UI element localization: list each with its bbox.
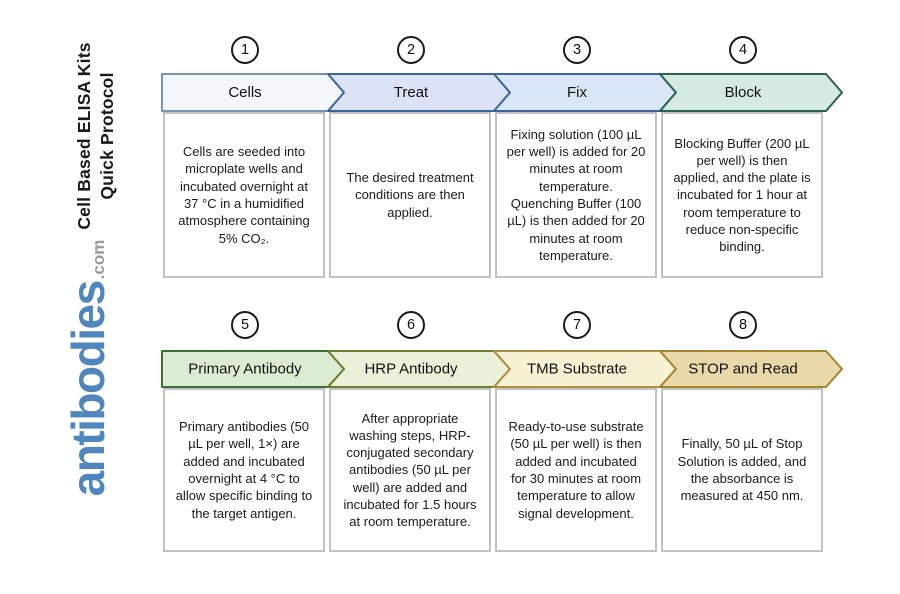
step-number: 3 xyxy=(572,42,582,58)
step-number-badge: 6 xyxy=(397,311,425,339)
step-number-badge: 5 xyxy=(231,311,259,339)
step-description-box: Blocking Buffer (200 µL per well) is the… xyxy=(661,112,823,278)
step-description: Cells are seeded into microplate wells a… xyxy=(178,144,310,246)
step-number: 7 xyxy=(572,317,582,333)
step-number: 5 xyxy=(240,317,250,333)
step-arrow-label: Fix xyxy=(567,84,587,101)
step-arrow-label: STOP and Read xyxy=(688,361,798,378)
page-title-line1: Cell Based ELISA Kits xyxy=(73,42,94,230)
step-description-box: Fixing solution (100 µL per well) is add… xyxy=(495,112,657,278)
step-description: Fixing solution (100 µL per well) is add… xyxy=(506,126,646,263)
step-number: 8 xyxy=(738,317,748,333)
chevron-arrow-shape xyxy=(659,73,843,112)
chevron-arrow-band: Cells Treat Fix Block xyxy=(161,73,843,112)
step-arrow-label: Treat xyxy=(394,84,429,101)
step-number-badge: 3 xyxy=(563,36,591,64)
step-arrow-label: Block xyxy=(725,84,762,101)
step-description: The desired treatment conditions are the… xyxy=(346,170,474,220)
chevron-arrow-shape xyxy=(659,350,843,388)
step-description: Primary antibodies (50 µL per well, 1×) … xyxy=(175,419,313,521)
page-title-line2: Quick Protocol xyxy=(97,72,117,200)
step-description: After appropriate washing steps, HRP-con… xyxy=(343,410,477,530)
step-number: 2 xyxy=(406,42,416,58)
step-description-box: Ready-to-use substrate (50 µL per well) … xyxy=(495,388,657,552)
step-description: Blocking Buffer (200 µL per well) is the… xyxy=(673,135,811,255)
step-arrow-label: HRP Antibody xyxy=(364,361,458,378)
step-arrow-label: Cells xyxy=(228,84,261,101)
step-number-badge: 1 xyxy=(231,36,259,64)
step-number-badge: 7 xyxy=(563,311,591,339)
logo-wordmark: antibodies xyxy=(62,281,114,497)
chevron-arrow-band: Primary Antibody HRP Antibody TMB Substrat… xyxy=(161,350,843,388)
step-number: 4 xyxy=(738,42,748,58)
logo-domain-suffix: .com xyxy=(89,239,108,280)
step-arrow-label: TMB Substrate xyxy=(527,361,627,378)
step-description: Finally, 50 µL of Stop Solution is added… xyxy=(677,436,807,504)
step-number-badge: 8 xyxy=(729,311,757,339)
step-number-badge: 2 xyxy=(397,36,425,64)
step-description: Ready-to-use substrate (50 µL per well) … xyxy=(508,419,644,521)
step-description-box: Finally, 50 µL of Stop Solution is added… xyxy=(661,388,823,552)
step-description-box: Cells are seeded into microplate wells a… xyxy=(163,112,325,278)
step-description-box: After appropriate washing steps, HRP-con… xyxy=(329,388,491,552)
page-title: Cell Based ELISA Kits Quick Protocol xyxy=(73,42,119,229)
step-description-box: Primary antibodies (50 µL per well, 1×) … xyxy=(163,388,325,552)
step-arrow-label: Primary Antibody xyxy=(188,361,302,378)
step-number-badge: 4 xyxy=(729,36,757,64)
step-description-box: The desired treatment conditions are the… xyxy=(329,112,491,278)
step-number: 6 xyxy=(406,317,416,333)
step-number: 1 xyxy=(240,42,250,58)
